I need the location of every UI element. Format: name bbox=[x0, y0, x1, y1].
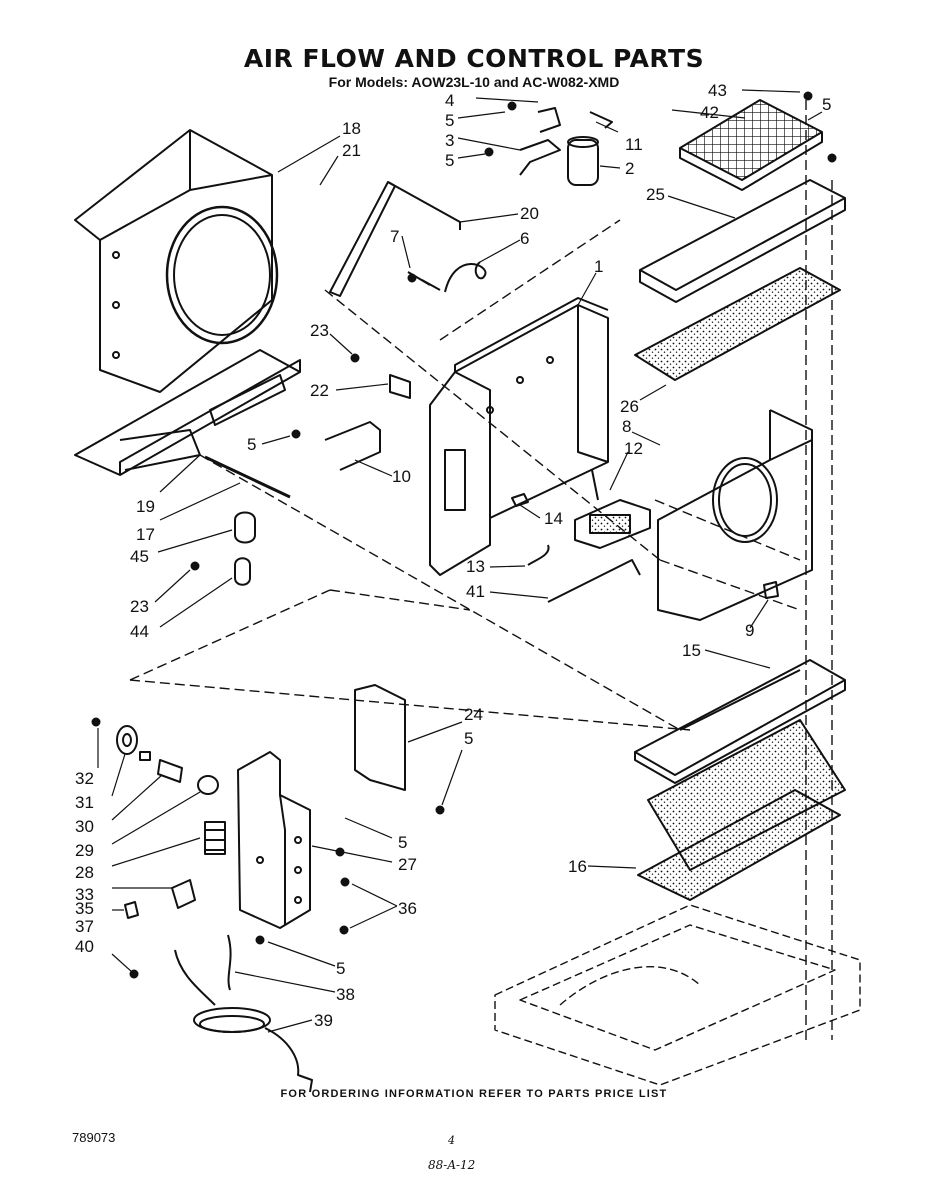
label-part-44: 44 bbox=[130, 622, 149, 641]
label-part-10: 10 bbox=[392, 467, 411, 486]
rod-part-17 bbox=[204, 455, 291, 499]
filter-part-16a bbox=[647, 719, 846, 871]
page-number: 4 bbox=[448, 1134, 455, 1147]
label-part-1: 1 bbox=[594, 257, 603, 276]
label-part-5: 5 bbox=[822, 95, 831, 114]
bracket-part-10 bbox=[324, 421, 381, 471]
label-part-3: 3 bbox=[445, 131, 454, 150]
relay-part-28 bbox=[204, 821, 226, 855]
grille-part-42 bbox=[679, 99, 823, 191]
label-part-43: 43 bbox=[708, 81, 727, 100]
label-part-6: 6 bbox=[520, 229, 529, 248]
label-part-8: 8 bbox=[622, 417, 631, 436]
panel-part-24 bbox=[354, 684, 406, 791]
clip-part-11 bbox=[589, 111, 613, 129]
bracket-part-22 bbox=[389, 374, 411, 399]
power-cord-part-39 bbox=[174, 934, 313, 1093]
label-part-21: 21 bbox=[342, 141, 361, 160]
clip-part-13 bbox=[527, 544, 550, 566]
label-part-39: 39 bbox=[314, 1011, 333, 1030]
label-part-17: 17 bbox=[136, 525, 155, 544]
filter-part-16b bbox=[637, 789, 841, 901]
switch-part-12 bbox=[574, 469, 651, 549]
fastener-part-9 bbox=[763, 581, 779, 599]
label-part-12: 12 bbox=[624, 439, 643, 458]
label-part-18: 18 bbox=[342, 119, 361, 138]
strap-part-4 bbox=[537, 107, 561, 133]
label-part-9: 9 bbox=[745, 621, 754, 640]
top-panel-part-25 bbox=[639, 179, 846, 303]
label-part-25: 25 bbox=[646, 185, 665, 204]
label-part-32: 32 bbox=[75, 769, 94, 788]
label-part-13: 13 bbox=[466, 557, 485, 576]
part-35 bbox=[171, 879, 196, 909]
label-part-40: 40 bbox=[75, 937, 94, 956]
label-part-20: 20 bbox=[520, 204, 539, 223]
ordering-note: FOR ORDERING INFORMATION REFER TO PARTS … bbox=[280, 1088, 668, 1100]
handwritten-note: 88-A-12 bbox=[428, 1158, 476, 1172]
label-part-28: 28 bbox=[75, 863, 94, 882]
label-part-19: 19 bbox=[136, 497, 155, 516]
base-pan bbox=[494, 904, 861, 1086]
label-part-15: 15 bbox=[682, 641, 701, 660]
control-box-part-27 bbox=[237, 751, 311, 929]
label-part-5: 5 bbox=[247, 435, 256, 454]
label-part-5: 5 bbox=[445, 151, 454, 170]
label-part-5: 5 bbox=[398, 833, 407, 852]
bushing-part-29 bbox=[197, 775, 219, 795]
label-part-22: 22 bbox=[310, 381, 329, 400]
label-part-30: 30 bbox=[75, 817, 94, 836]
label-part-42: 42 bbox=[700, 103, 719, 122]
tray-part-15 bbox=[634, 659, 846, 784]
label-part-16: 16 bbox=[568, 857, 587, 876]
bracket-part-3 bbox=[519, 139, 561, 176]
label-part-23: 23 bbox=[310, 321, 329, 340]
label-part-23: 23 bbox=[130, 597, 149, 616]
label-part-24: 24 bbox=[464, 705, 483, 724]
label-part-45: 45 bbox=[130, 547, 149, 566]
label-part-35: 35 bbox=[75, 899, 94, 918]
scroll-part-8 bbox=[657, 409, 813, 621]
label-part-38: 38 bbox=[336, 985, 355, 1004]
label-part-41: 41 bbox=[466, 582, 485, 601]
screws bbox=[91, 91, 837, 979]
knob-part-31 bbox=[116, 725, 138, 755]
label-part-33: 33 bbox=[75, 885, 94, 904]
control-bracket-part-1 bbox=[429, 297, 609, 576]
label-part-7: 7 bbox=[390, 227, 399, 246]
wire-part-6 bbox=[407, 261, 487, 293]
page-subtitle: For Models: AOW23L-10 and AC-W082-XMD bbox=[328, 74, 620, 90]
label-part-5: 5 bbox=[445, 111, 454, 130]
label-part-29: 29 bbox=[75, 841, 94, 860]
shaft-part-30 bbox=[157, 759, 183, 783]
capacitor-part-2 bbox=[567, 136, 599, 186]
part-37 bbox=[124, 901, 139, 919]
fan-shroud-part-18 bbox=[74, 129, 279, 393]
page-title: AIR FLOW AND CONTROL PARTS bbox=[243, 44, 705, 73]
filter-part-26 bbox=[634, 267, 841, 381]
grommet-part-44 bbox=[234, 557, 251, 586]
label-part-37: 37 bbox=[75, 917, 94, 936]
clamp-part-45 bbox=[234, 511, 256, 544]
deflector-part-19 bbox=[74, 349, 301, 476]
label-part-31: 31 bbox=[75, 793, 94, 812]
document-number: 789073 bbox=[72, 1130, 116, 1145]
nut-part-14 bbox=[511, 493, 529, 507]
label-part-26: 26 bbox=[620, 397, 639, 416]
label-part-27: 27 bbox=[398, 855, 417, 874]
label-part-11: 11 bbox=[625, 135, 643, 154]
rod-part-41 bbox=[547, 559, 641, 603]
label-part-2: 2 bbox=[625, 159, 634, 178]
label-part-4: 4 bbox=[445, 91, 454, 110]
part-labels: 43 4 42 5 5 11 3 5 2 18 21 25 20 7 6 1 2… bbox=[75, 81, 831, 1030]
label-part-5: 5 bbox=[464, 729, 473, 748]
label-part-5: 5 bbox=[336, 959, 345, 978]
label-part-36: 36 bbox=[398, 899, 417, 918]
label-part-14: 14 bbox=[544, 509, 563, 528]
